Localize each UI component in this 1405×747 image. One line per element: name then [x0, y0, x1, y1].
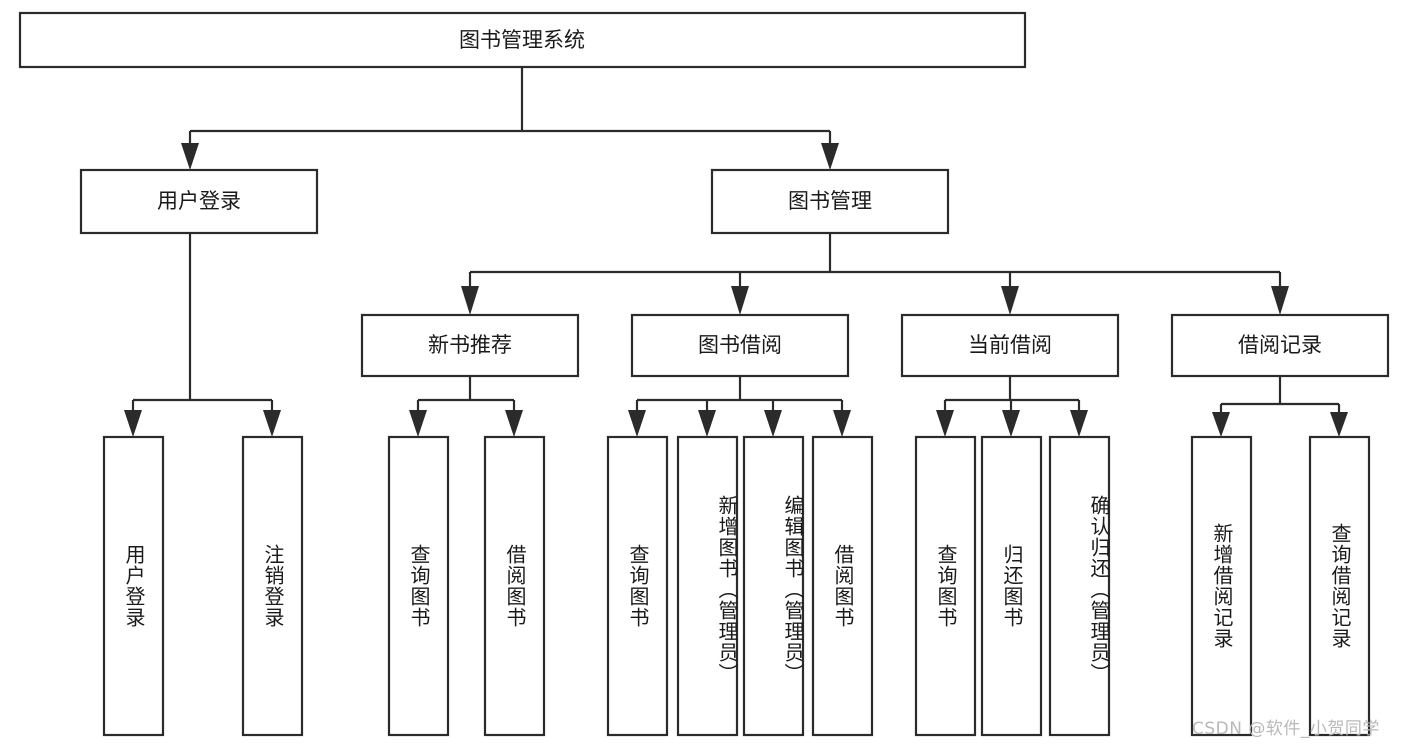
node-box-current-borrow[interactable]	[900, 313, 1120, 378]
arrow-head-user-login	[181, 143, 199, 170]
node-label-leaf-user-login-0: 用户登录	[122, 544, 146, 628]
node-box-leaf-user-login-1[interactable]	[241, 435, 304, 737]
node-box-leaf-book-borrow-2[interactable]	[742, 435, 805, 737]
arrow-head-book-borrow	[731, 286, 749, 315]
connector-group-book-borrow	[628, 376, 851, 437]
node-box-leaf-current-borrow-2[interactable]	[1048, 435, 1111, 737]
node-label-leaf-borrow-record-1: 查询借阅记录	[1328, 523, 1352, 649]
node-label-current-borrow: 当前借阅	[968, 333, 1052, 357]
node-box-book-manage[interactable]	[710, 168, 950, 235]
node-label-root: 图书管理系统	[459, 28, 585, 52]
arrow-head-bb-leaf0	[628, 410, 646, 437]
node-label-leaf-current-borrow-1: 归还图书	[1000, 544, 1024, 628]
node-label-book-manage: 图书管理	[788, 189, 872, 213]
node-box-leaf-book-borrow-0[interactable]	[606, 435, 669, 737]
arrow-head-ul-leaf1	[263, 410, 281, 437]
node-label-leaf-new-book-0: 查询图书	[407, 544, 431, 628]
connector-group-current-borrow	[936, 376, 1088, 437]
node-label-leaf-borrow-record-0: 新增借阅记录	[1210, 523, 1234, 649]
arrow-head-nb-leaf1	[505, 410, 523, 437]
connector-group-book-manage	[461, 233, 1289, 315]
arrow-head-cb-leaf2	[1070, 410, 1088, 437]
node-box-leaf-new-book-0[interactable]	[387, 435, 450, 737]
arrow-head-borrow-record	[1271, 286, 1289, 315]
node-label-leaf-user-login-1: 注销登录	[261, 544, 285, 628]
connector-group-user-login	[124, 233, 281, 437]
node-box-root[interactable]	[18, 11, 1027, 69]
node-box-leaf-book-borrow-1[interactable]	[676, 435, 739, 737]
connector-group-borrow-record	[1212, 376, 1348, 437]
node-label-leaf-book-borrow-2: 编辑图书（管理员）	[781, 494, 805, 684]
arrow-head-cb-leaf0	[936, 410, 954, 437]
node-box-leaf-current-borrow-0[interactable]	[914, 435, 977, 737]
arrow-head-cb-leaf1	[1002, 410, 1020, 437]
node-box-leaf-new-book-1[interactable]	[483, 435, 546, 737]
node-box-user-login[interactable]	[79, 168, 319, 235]
node-label-user-login: 用户登录	[157, 189, 241, 213]
arrow-head-bb-leaf2	[764, 410, 782, 437]
node-label-leaf-current-borrow-0: 查询图书	[934, 544, 958, 628]
node-box-new-book-recommend[interactable]	[360, 313, 580, 378]
node-label-leaf-new-book-1: 借阅图书	[503, 544, 527, 628]
arrow-head-ul-leaf0	[124, 410, 142, 437]
node-box-borrow-record[interactable]	[1170, 313, 1390, 378]
arrow-head-br-leaf0	[1212, 412, 1230, 437]
connector-group-new-book	[409, 376, 523, 437]
node-label-leaf-book-borrow-0: 查询图书	[626, 544, 650, 628]
arrow-head-nb-leaf0	[409, 410, 427, 437]
node-label-book-borrow: 图书借阅	[698, 333, 782, 357]
node-box-leaf-borrow-record-1[interactable]	[1308, 435, 1371, 737]
node-box-leaf-borrow-record-0[interactable]	[1190, 435, 1253, 737]
arrow-head-bb-leaf3	[833, 410, 851, 437]
arrow-head-bb-leaf1	[698, 410, 716, 437]
arrow-head-current-borrow	[1001, 286, 1019, 315]
node-label-new-book-recommend: 新书推荐	[428, 333, 512, 357]
node-label-leaf-book-borrow-3: 借阅图书	[831, 544, 855, 628]
node-label-borrow-record: 借阅记录	[1238, 333, 1322, 357]
node-box-leaf-current-borrow-1[interactable]	[980, 435, 1043, 737]
node-box-leaf-book-borrow-3[interactable]	[811, 435, 874, 737]
node-box-book-borrow[interactable]	[630, 313, 850, 378]
csdn-watermark: CSDN @软件_小贺同学	[1192, 719, 1380, 739]
node-label-leaf-current-borrow-2: 确认归还（管理员）	[1087, 494, 1111, 684]
node-box-leaf-user-login-0[interactable]	[102, 435, 165, 737]
node-label-leaf-book-borrow-1: 新增图书（管理员）	[715, 494, 739, 684]
arrow-head-book-manage	[821, 143, 839, 170]
arrow-head-br-leaf1	[1330, 412, 1348, 437]
connector-group-root	[181, 67, 839, 170]
arrow-head-new-book	[461, 286, 479, 315]
